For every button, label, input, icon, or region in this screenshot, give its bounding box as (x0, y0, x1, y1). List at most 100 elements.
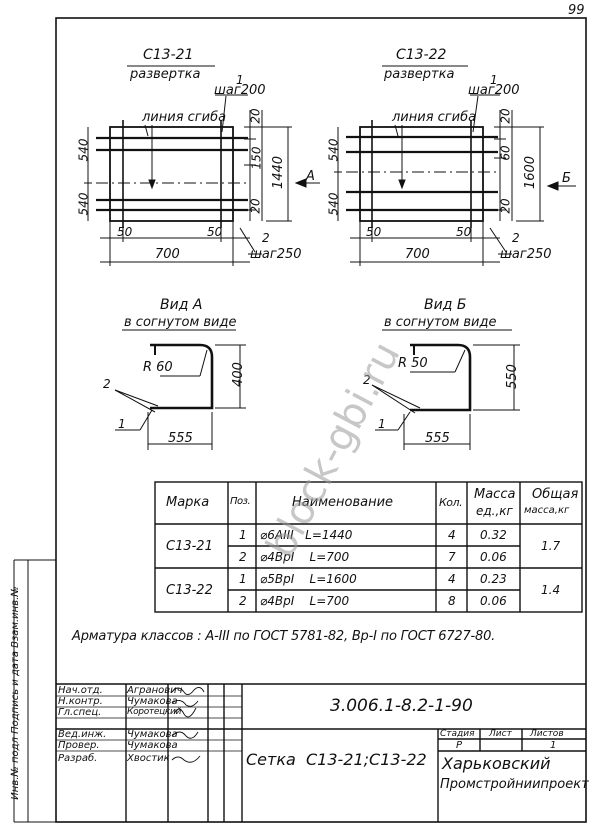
view-a-radius: R 60 (143, 360, 173, 375)
stage-label: Стадия (440, 729, 475, 739)
right-dim-20-bot: 20 (498, 198, 513, 214)
sheets-label: Листов (530, 729, 564, 739)
right-subtitle: развертка (384, 67, 455, 82)
table-g1-r1-qty: 4 (448, 528, 456, 542)
left-dim-total: 1440 (271, 155, 287, 190)
left-mesh-outline (109, 126, 234, 222)
staff-role-6: Разраб. (58, 753, 98, 764)
left-mark-title: С13-21 (143, 47, 194, 63)
table-header-total-2: масса,кг (524, 505, 570, 516)
table-header-qty: Кол. (439, 496, 463, 509)
table-g2-r2-pos: 2 (239, 594, 247, 608)
signatures (171, 687, 205, 763)
table-header-mass-1: Масса (474, 487, 516, 502)
view-a-title: Вид А (160, 297, 203, 313)
table-g2-r2-mass: 0.06 (480, 594, 507, 608)
right-dim-20-top: 20 (498, 108, 513, 124)
right-dim-width: 700 (405, 247, 430, 262)
right-pos1-step: шаг200 (468, 83, 520, 98)
staff-role-3: Гл.спец. (58, 707, 102, 718)
table-g1-r2-name: ⌀4BpI L=700 (260, 550, 350, 564)
left-dim-50-left: 50 (117, 225, 133, 239)
table-g1-r2-qty: 7 (448, 550, 456, 564)
staff-name-6: Хвостик (127, 753, 170, 764)
staff-name-4: Чумакова (127, 729, 178, 740)
left-pos1-label: 1 (236, 73, 244, 87)
staff-name-3: Коротецкий (127, 707, 182, 717)
left-dim-50-right: 50 (207, 225, 223, 239)
spec-table-grid (154, 481, 583, 613)
right-mesh-outline (359, 126, 484, 222)
table-header-mark: Марка (166, 495, 210, 510)
left-pos2-label: 2 (262, 231, 270, 245)
sheet-label: Лист (489, 729, 512, 739)
right-view-letter: Б (562, 171, 571, 186)
page-number: 99 (568, 3, 585, 18)
left-pos2-step: шаг250 (250, 247, 302, 262)
right-dim-50-right: 50 (456, 225, 472, 239)
staff-name-2: Чумакова (127, 696, 178, 707)
document-designation: 3.006.1-8.2-1-90 (330, 696, 473, 716)
left-subtitle: развертка (130, 67, 201, 82)
right-bend-label: линия сгиба (392, 110, 477, 125)
right-pos2-label: 2 (512, 231, 520, 245)
right-dim-total: 1600 (523, 155, 539, 190)
view-a-width: 555 (168, 431, 193, 446)
view-a-subtitle: в согнутом виде (124, 315, 237, 330)
view-b-pos1: 1 (378, 417, 386, 431)
right-dim-540-top: 540 (326, 138, 341, 162)
table-g1-total: 1.7 (541, 539, 561, 553)
table-header-pos: Поз. (230, 496, 251, 507)
table-g2-r2-qty: 8 (448, 594, 456, 608)
reinforcement-note: Арматура классов : А-III по ГОСТ 5781-82… (72, 629, 496, 644)
table-g2-r1-pos: 1 (239, 572, 247, 586)
staff-role-1: Нач.отд. (58, 685, 103, 696)
sheet-frame (55, 17, 587, 823)
organization-line-2: Промстройниипроект (440, 777, 589, 792)
right-dim-60: 60 (498, 145, 513, 161)
table-group1-mark: С13-21 (166, 539, 213, 554)
table-g2-total: 1.4 (541, 583, 561, 597)
right-dim-540-bot: 540 (326, 192, 341, 216)
table-g1-r1-name: ⌀6AIII L=1440 (260, 528, 353, 542)
left-dim-width: 700 (155, 247, 180, 262)
view-b-height: 550 (504, 364, 520, 389)
organization-line-1: Харьковский (442, 754, 551, 773)
view-b-title: Вид Б (424, 297, 467, 313)
right-pos1-label: 1 (490, 73, 498, 87)
table-g1-r2-pos: 2 (239, 550, 247, 564)
view-a-bent-rod (150, 343, 214, 410)
right-pos2-step: шаг250 (500, 247, 552, 262)
table-header-total-1: Общая (532, 487, 579, 502)
left-bend-label: линия сгиба (142, 110, 227, 125)
stage-value: Р (456, 740, 463, 751)
right-mark-title: С13-22 (396, 47, 447, 63)
view-b-width: 555 (425, 431, 450, 446)
table-header-name: Наименование (292, 495, 394, 510)
staff-role-4: Вед.инж. (58, 729, 107, 740)
side-strip-label: Инв.№ подл Подпись и дата Взам.инв.№ (10, 586, 21, 800)
left-dim-20-top: 20 (248, 108, 263, 124)
left-dim-540-bot: 540 (76, 192, 91, 216)
staff-name-5: Чумакова (127, 740, 178, 751)
table-g2-r1-qty: 4 (448, 572, 456, 586)
view-b-pos2: 2 (363, 373, 371, 387)
staff-name-1: Агранович (127, 685, 183, 696)
view-b-subtitle: в согнутом виде (384, 315, 497, 330)
table-group2-mark: С13-22 (166, 583, 213, 598)
table-header-mass-2: ед.,кг (476, 504, 513, 518)
sheets-value: 1 (550, 740, 557, 751)
view-b-radius: R 50 (398, 356, 428, 371)
left-dim-20-bot: 20 (248, 198, 263, 214)
view-a-pos1: 1 (118, 417, 126, 431)
table-g2-r1-name: ⌀5BpI L=1600 (260, 572, 357, 586)
left-pos1-step: шаг200 (214, 83, 266, 98)
table-g1-r2-mass: 0.06 (480, 550, 507, 564)
right-dim-50-left: 50 (366, 225, 382, 239)
left-dim-150: 150 (249, 146, 264, 170)
view-a-pos2: 2 (103, 377, 111, 391)
table-g1-r1-pos: 1 (239, 528, 247, 542)
table-g1-r1-mass: 0.32 (480, 528, 507, 542)
product-name: Сетка С13-21;С13-22 (246, 750, 427, 769)
